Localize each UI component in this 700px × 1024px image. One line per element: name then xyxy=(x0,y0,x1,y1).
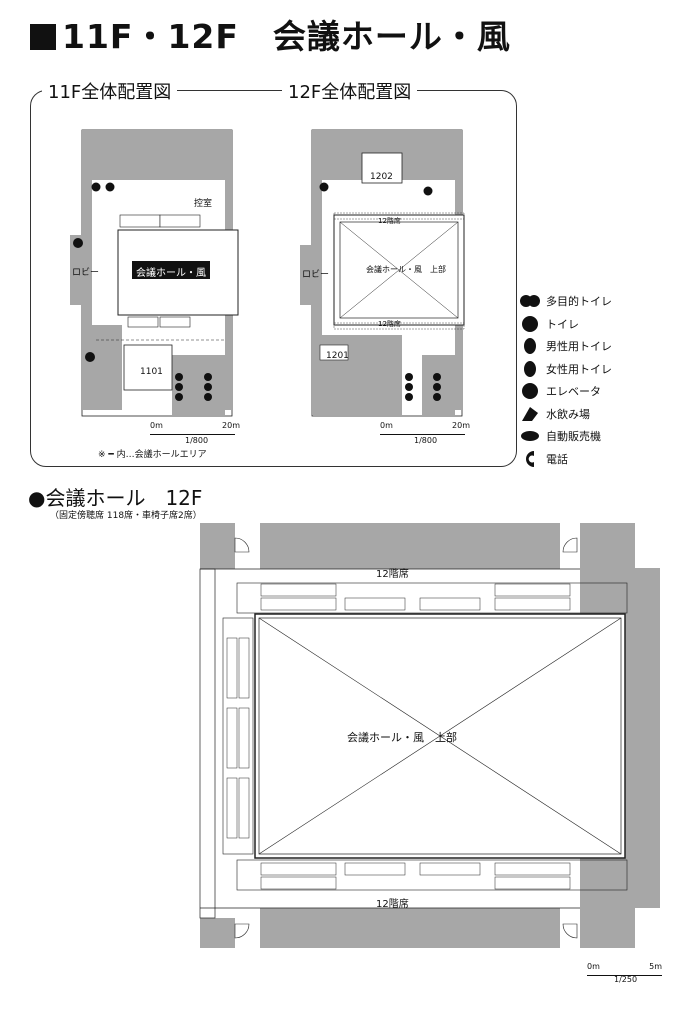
drinking-fountain-icon xyxy=(520,405,540,423)
hall-section-title: ●会議ホール 12F xyxy=(28,486,203,510)
lobby-label-11f: ロビー xyxy=(72,268,100,278)
scale-left-11f: 0m xyxy=(150,421,163,430)
map-title-12f: 12F全体配置図 xyxy=(282,78,418,104)
hall-label-11f: 会議ホール・風 xyxy=(136,268,206,279)
scale-left-12f: 0m xyxy=(380,421,393,430)
hall-label-12f: 会議ホール・風 上部 xyxy=(366,265,446,274)
elevator-icon xyxy=(520,382,540,400)
floor-plan-11f xyxy=(60,125,250,420)
scale-line-11f xyxy=(150,434,235,435)
legend-label: 多目的トイレ xyxy=(546,295,612,309)
legend: 多目的トイレ トイレ 男性用トイレ 女性用トイレ エレベータ 水飲み場 自動販売… xyxy=(520,290,695,470)
hall-scale-bar: 0m 5m xyxy=(587,962,662,984)
title-square-icon xyxy=(30,24,56,50)
scale-bar-12f: 0m 20m xyxy=(380,421,470,443)
hall-scale-left: 0m xyxy=(587,962,600,971)
legend-label: 水飲み場 xyxy=(546,407,590,421)
legend-label: トイレ xyxy=(546,317,579,331)
page-title: 11F・12F 会議ホール・風 xyxy=(30,10,511,58)
toilet-icon xyxy=(520,315,540,333)
legend-label: 電話 xyxy=(546,452,568,466)
vending-machine-icon xyxy=(520,427,540,445)
legend-label: 女性用トイレ xyxy=(546,362,612,376)
legend-item: 自動販売機 xyxy=(520,425,695,448)
hall-seats-bottom-label: 12階席 xyxy=(376,899,409,910)
room-small-label-11f: 控室 xyxy=(194,199,213,209)
room-1202-label: 1202 xyxy=(370,172,393,182)
phone-icon xyxy=(520,450,540,468)
room-1201-label: 1201 xyxy=(326,351,349,361)
page-title-text: 11F・12F 会議ホール・風 xyxy=(62,17,511,56)
legend-label: エレベータ xyxy=(546,385,601,399)
lobby-label-12f: ロビー xyxy=(302,270,330,280)
seats-top-label-12f: 12階席 xyxy=(378,217,401,225)
hall-center-label: 会議ホール・風 上部 xyxy=(347,731,457,744)
legend-item: 男性用トイレ xyxy=(520,335,695,358)
hall-scale-ratio: 1/250 xyxy=(614,975,638,984)
womens-toilet-icon xyxy=(520,360,540,378)
scale-ratio-11f: 1/800 xyxy=(185,436,209,445)
hall-scale-right: 5m xyxy=(649,962,662,971)
hall-floor-plan xyxy=(195,518,665,958)
legend-item: トイレ xyxy=(520,313,695,336)
floor-plan-12f xyxy=(290,125,480,420)
legend-item: 女性用トイレ xyxy=(520,358,695,381)
legend-label: 男性用トイレ xyxy=(546,340,612,354)
legend-item: エレベータ xyxy=(520,380,695,403)
hall-scale-line xyxy=(587,975,662,976)
multipurpose-toilet-icon xyxy=(520,292,540,310)
legend-item: 水飲み場 xyxy=(520,403,695,426)
legend-label: 自動販売機 xyxy=(546,430,601,444)
map-title-11f: 11F全体配置図 xyxy=(42,78,178,104)
scale-bar-11f: 0m 20m xyxy=(150,421,240,443)
hall-section-subtitle: （固定傍聴席 118席・車椅子席2席） xyxy=(50,511,202,521)
legend-item: 電話 xyxy=(520,448,695,471)
hall-area-note: ※ ━ 内…会議ホールエリア xyxy=(98,450,207,460)
seats-bottom-label-12f: 12階席 xyxy=(378,320,401,328)
mens-toilet-icon xyxy=(520,337,540,355)
room-1101-label: 1101 xyxy=(140,367,163,377)
scale-ratio-12f: 1/800 xyxy=(414,436,438,445)
hall-seats-top-label: 12階席 xyxy=(376,569,409,580)
scale-right-11f: 20m xyxy=(222,421,240,430)
overview-frame xyxy=(30,90,517,467)
legend-item: 多目的トイレ xyxy=(520,290,695,313)
scale-line-12f xyxy=(380,434,465,435)
scale-right-12f: 20m xyxy=(452,421,470,430)
